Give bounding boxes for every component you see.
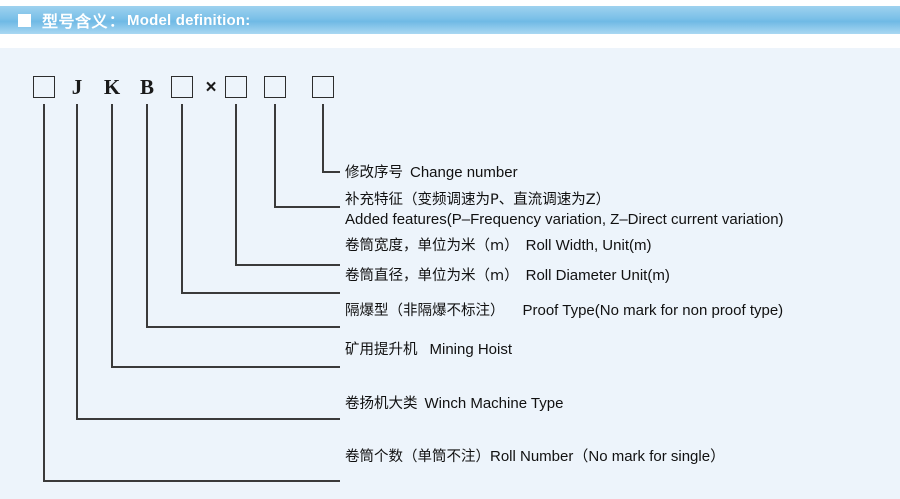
code-letter-j: J (64, 74, 90, 100)
code-letter-k: K (99, 74, 125, 100)
desc-proof-type: 隔爆型（非隔爆不标注） Proof Type(No mark for non pr… (345, 299, 783, 320)
desc-added-features: 补充特征（变频调速为P、直流调速为Z） Added features(P–Fre… (345, 190, 784, 230)
desc-change-number: 修改序号 Change number (345, 161, 518, 182)
code-letter-b: B (134, 74, 160, 100)
desc-en-text: Winch Machine Type (424, 395, 564, 412)
section-header-bar: 型号含义 ： Model definition: (0, 6, 900, 34)
desc-cn-text: 卷筒个数（单筒不注） (345, 449, 490, 465)
desc-cn-text: 矿用提升机 (345, 342, 418, 358)
code-box-roll-diameter (223, 74, 249, 100)
leader-line-roll-diameter (181, 104, 340, 294)
leader-line-proof-type (146, 104, 340, 328)
code-box-roll-width (262, 74, 288, 100)
code-box-shape (264, 76, 286, 98)
desc-mining-hoist: 矿用提升机 Mining Hoist (345, 338, 512, 359)
section-title-colon: ： (109, 12, 125, 30)
desc-en-text: Mining Hoist (429, 341, 513, 358)
code-box-shape (171, 76, 193, 98)
desc-en-text: Roll Width, Unit(m) (525, 237, 652, 254)
section-title-cn: 型号含义 (42, 12, 109, 31)
desc-en-text: Added features(P–Frequency variation, Z–… (345, 211, 784, 228)
desc-cn-text: 卷扬机大类 (345, 396, 418, 412)
desc-roll-width: 卷筒宽度，单位为米（m） Roll Width, Unit(m) (345, 234, 651, 255)
desc-en-text: Change number (410, 164, 518, 181)
desc-en-text: Roll Number（No mark for single） (490, 448, 726, 465)
code-box-shape (225, 76, 247, 98)
times-symbol: × (205, 76, 217, 98)
code-letter-text: B (139, 74, 154, 99)
code-box-shape (312, 76, 334, 98)
diagram-panel: J K B × (0, 48, 900, 499)
code-box-change-number (310, 74, 336, 100)
desc-winch-machine-type: 卷扬机大类 Winch Machine Type (345, 392, 563, 413)
desc-cn-text: 隔爆型（非隔爆不标注） (345, 303, 505, 319)
code-box-roll-number (31, 74, 57, 100)
code-box-shape (33, 76, 55, 98)
desc-roll-diameter: 卷筒直径，单位为米（m） Roll Diameter Unit(m) (345, 264, 670, 285)
desc-en-text: Proof Type(No mark for non proof type) (522, 302, 784, 319)
section-title-en: Model definition: (127, 11, 251, 29)
desc-cn-text: 卷筒宽度，单位为米（m） (345, 238, 519, 254)
desc-cn-text: 修改序号 (345, 165, 403, 181)
desc-cn-text: 补充特征（变频调速为P、直流调速为Z） (345, 192, 611, 208)
code-symbol-times: × (200, 74, 222, 100)
code-letter-text: K (103, 74, 121, 99)
leader-line-added-features (274, 104, 340, 208)
code-letter-text: J (71, 74, 83, 99)
square-bullet-icon (18, 13, 31, 27)
leader-line-mining-hoist (111, 104, 340, 368)
desc-en-text: Roll Diameter Unit(m) (525, 267, 670, 284)
desc-roll-number: 卷筒个数（单筒不注）Roll Number（No mark for single… (345, 445, 725, 466)
leader-line-change-number (322, 104, 340, 173)
desc-cn-text: 卷筒直径，单位为米（m） (345, 268, 519, 284)
code-box-proof-type (169, 74, 195, 100)
leader-line-winch-machine-type (76, 104, 340, 420)
leader-line-roll-number (43, 104, 340, 482)
leader-line-roll-width (235, 104, 340, 266)
